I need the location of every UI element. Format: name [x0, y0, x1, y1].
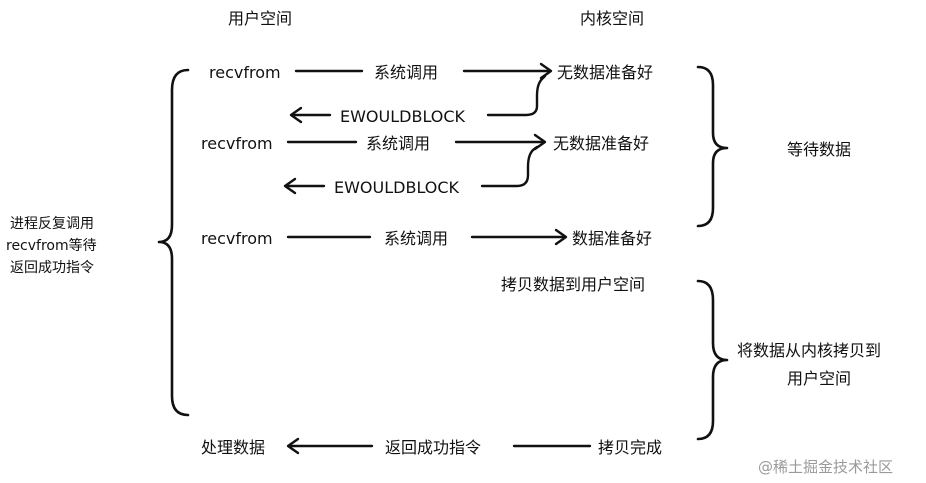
right-brace-copy [696, 279, 729, 441]
watermark-text: @稀土掘金技术社区 [758, 458, 893, 476]
left-brace-line2: recvfrom等待 [6, 237, 97, 254]
copy-data-label: 拷贝数据到用户空间 [501, 275, 645, 294]
left-brace-line3: 返回成功指令 [10, 260, 94, 276]
row2-kernel-label: 无数据准备好 [553, 134, 649, 153]
row1-recvfrom-label: recvfrom [209, 63, 281, 82]
row1-syscall-label: 系统调用 [374, 63, 438, 82]
left-brace-line1: 进程反复调用 [10, 215, 94, 232]
return2-ewouldblock-label: EWOULDBLOCK [334, 178, 460, 197]
return-success-label: 返回成功指令 [385, 438, 481, 457]
header-kernel-space: 内核空间 [580, 9, 644, 28]
copy-done-label: 拷贝完成 [598, 438, 662, 457]
header-user-space: 用户空间 [228, 9, 292, 28]
return1-ewouldblock-label: EWOULDBLOCK [340, 107, 466, 126]
row2-syscall-label: 系统调用 [366, 134, 430, 153]
right-brace-wait [696, 65, 729, 228]
left-brace [157, 68, 190, 417]
row3-arrow-head [554, 228, 568, 246]
row2-recvfrom-label: recvfrom [201, 134, 273, 153]
row3-syscall-label: 系统调用 [384, 229, 448, 248]
return1-arrow-head [289, 106, 303, 124]
row1-kernel-label: 无数据准备好 [557, 63, 653, 82]
row3-kernel-label: 数据准备好 [572, 229, 652, 248]
return2-curve [480, 145, 539, 188]
row3-recvfrom-label: recvfrom [201, 229, 273, 248]
bottom-arrow-head [286, 437, 300, 455]
process-data-label: 处理数据 [201, 438, 265, 457]
return1-curve [486, 74, 547, 117]
copy-kernel-line1: 将数据从内核拷贝到 [737, 341, 881, 360]
wait-data-label: 等待数据 [787, 140, 851, 159]
return2-arrow-head [283, 177, 297, 195]
copy-kernel-line2: 用户空间 [787, 369, 851, 388]
row2-arrow-head [533, 133, 547, 151]
